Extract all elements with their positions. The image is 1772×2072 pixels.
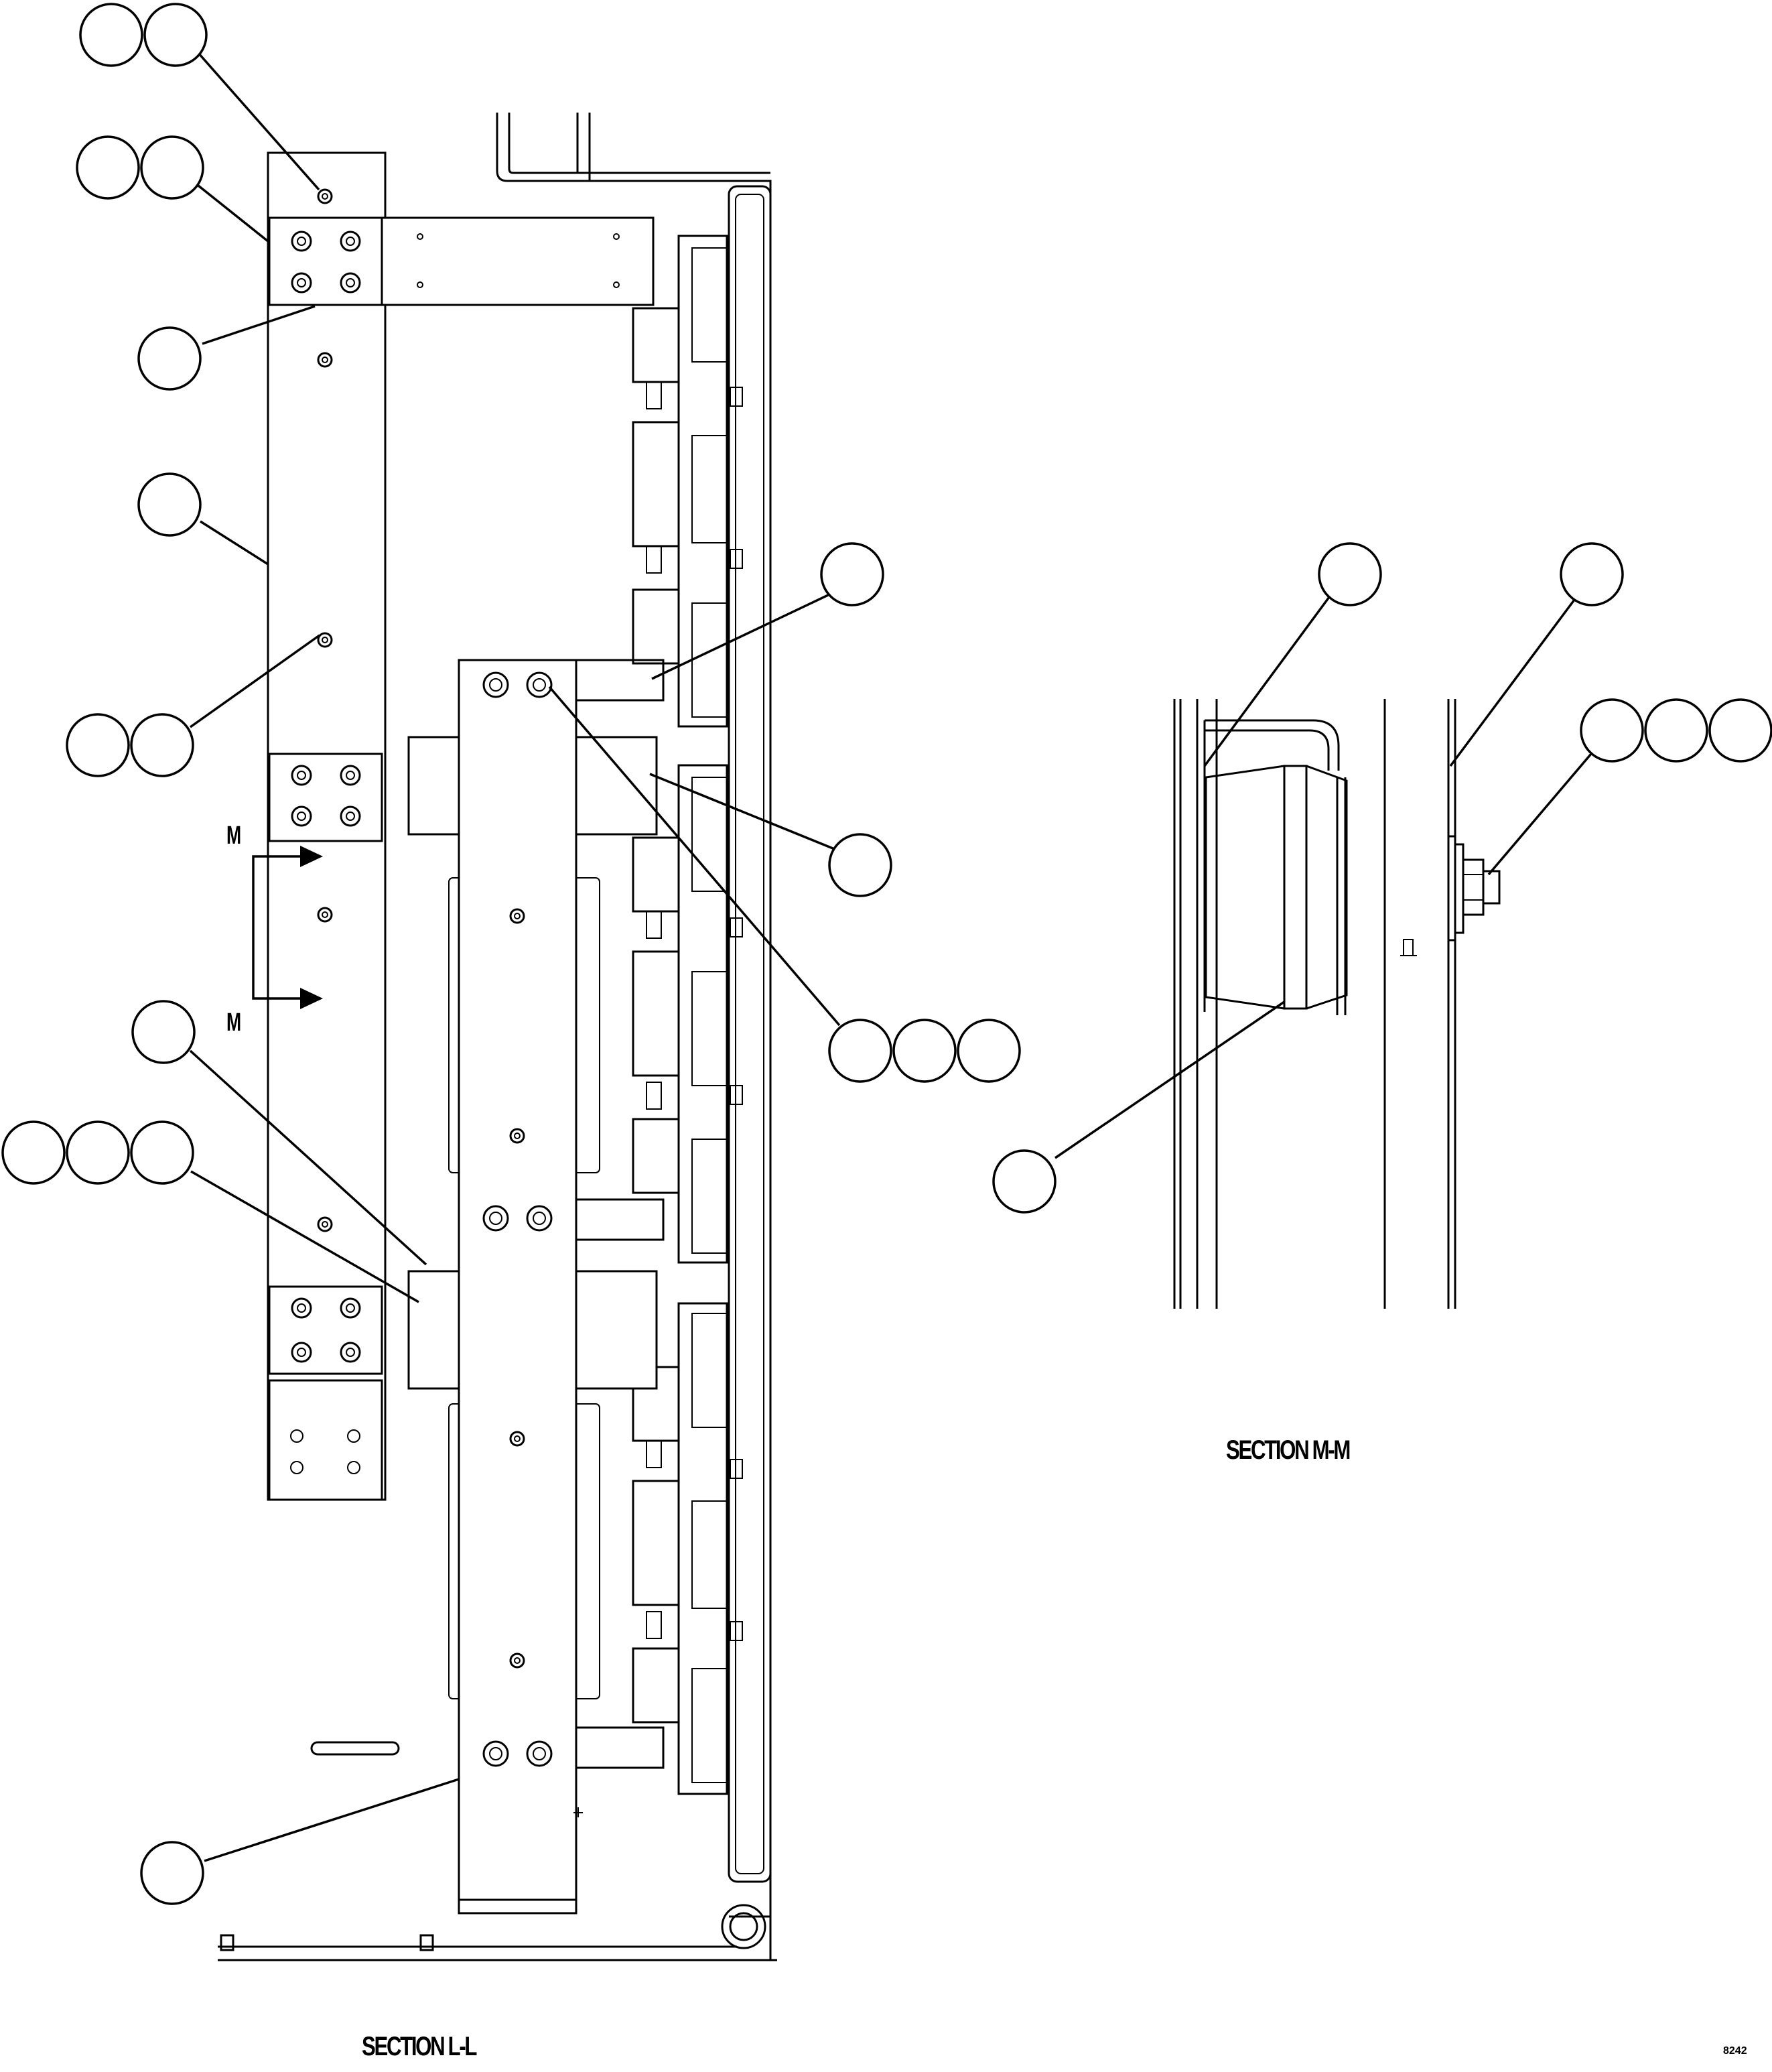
section-mm-cut-line — [252, 846, 323, 1009]
terminal-bolts — [290, 231, 361, 1474]
section-mm-balloons — [992, 542, 1772, 1214]
item-balloon — [66, 713, 130, 777]
item-balloon — [1560, 542, 1624, 606]
item-balloon — [1644, 698, 1708, 763]
item-balloon — [828, 833, 892, 897]
section-ll-balloons — [1, 3, 1021, 1905]
item-balloon — [1708, 698, 1772, 763]
section-mm-view — [992, 542, 1772, 1309]
item-balloon — [137, 326, 202, 391]
section-ll-view — [1, 3, 1021, 1961]
item-balloon — [130, 713, 194, 777]
item-balloon — [1318, 542, 1382, 606]
item-balloon — [1, 1120, 66, 1185]
item-balloon — [79, 3, 143, 67]
item-balloon — [892, 1019, 957, 1083]
item-balloon — [143, 3, 208, 67]
section-marker-top: M — [226, 822, 242, 850]
figure-id: 8242 — [1723, 2045, 1747, 2057]
item-balloon — [137, 472, 202, 537]
item-balloon — [828, 1019, 892, 1083]
item-balloon — [66, 1120, 130, 1185]
section-ll-leaders — [189, 52, 841, 1862]
section-marker-bottom: M — [226, 1009, 242, 1037]
link-bar-bolts — [482, 671, 553, 1767]
item-balloon — [76, 135, 140, 200]
section-ll-caption: SECTION L-L — [362, 2032, 477, 2061]
item-balloon — [131, 1000, 196, 1064]
item-balloon — [130, 1120, 194, 1185]
section-mm-leaders — [1054, 596, 1600, 1159]
item-balloon — [992, 1149, 1057, 1214]
section-mm-caption: SECTION M-M — [1226, 1435, 1351, 1465]
item-balloon — [957, 1019, 1021, 1083]
breaker-stack — [632, 235, 743, 1795]
item-balloon — [140, 1841, 204, 1905]
item-balloon — [820, 542, 884, 606]
item-balloon — [1580, 698, 1644, 763]
item-balloon — [140, 135, 204, 200]
bus-bar-screws — [317, 188, 620, 1232]
